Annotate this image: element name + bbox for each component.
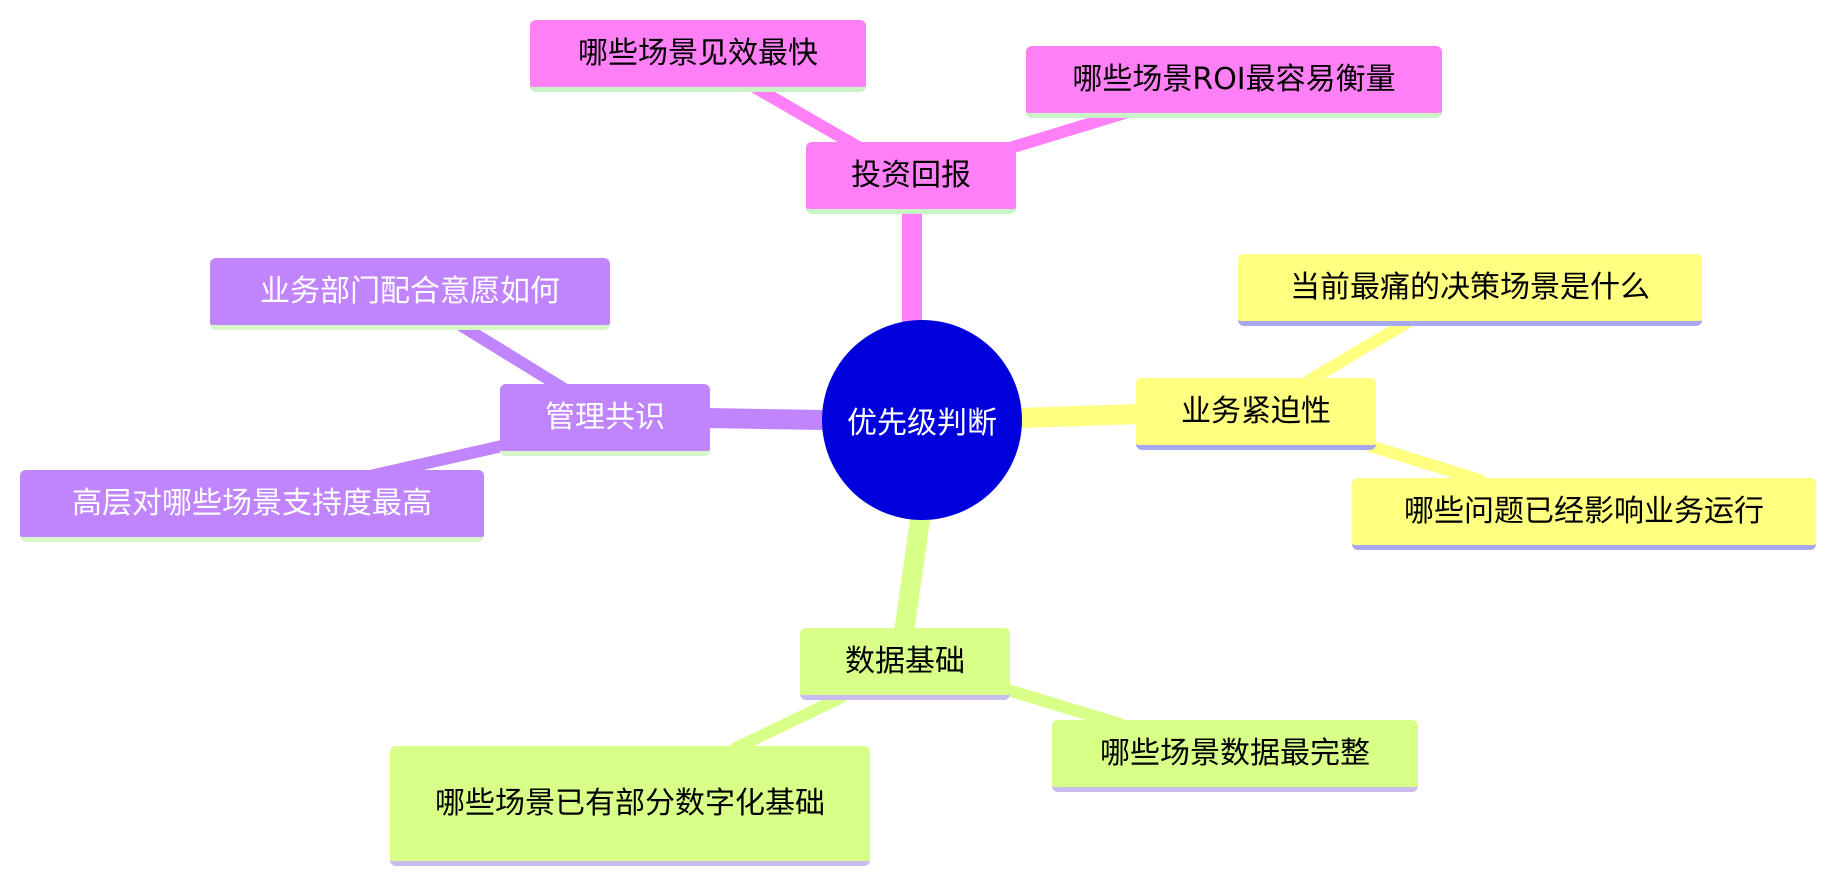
edge-urgency-child-2 bbox=[1364, 440, 1486, 486]
branch-urgency[interactable]: 业务紧迫性 bbox=[1136, 378, 1376, 450]
urgency-child-1[interactable]: 当前最痛的决策场景是什么 bbox=[1238, 254, 1702, 326]
data-child-1-label: 哪些场景数据最完整 bbox=[1100, 735, 1370, 771]
branch-investment[interactable]: 投资回报 bbox=[806, 142, 1016, 214]
branch-data[interactable]: 数据基础 bbox=[800, 628, 1010, 700]
consensus-child-2-label: 高层对哪些场景支持度最高 bbox=[72, 485, 432, 521]
branch-consensus[interactable]: 管理共识 bbox=[500, 384, 710, 456]
root-node[interactable]: 优先级判断 bbox=[822, 320, 1022, 520]
urgency-child-2[interactable]: 哪些问题已经影响业务运行 bbox=[1352, 478, 1816, 550]
consensus-child-1-label: 业务部门配合意愿如何 bbox=[260, 273, 560, 309]
investment-child-2[interactable]: 哪些场景ROI最容易衡量 bbox=[1026, 46, 1442, 118]
edge-data-child-1 bbox=[1002, 684, 1126, 730]
branch-data-label: 数据基础 bbox=[845, 643, 965, 679]
urgency-child-1-label: 当前最痛的决策场景是什么 bbox=[1290, 269, 1650, 305]
investment-child-1[interactable]: 哪些场景见效最快 bbox=[530, 20, 866, 92]
investment-child-2-label: 哪些场景ROI最容易衡量 bbox=[1072, 61, 1396, 97]
edge-data-child-2 bbox=[730, 692, 846, 754]
edge-root-consensus bbox=[696, 408, 834, 430]
edge-root-data bbox=[894, 510, 930, 642]
edge-investment-child-2 bbox=[1004, 106, 1134, 154]
branch-consensus-label: 管理共识 bbox=[545, 399, 665, 435]
root-node-label: 优先级判断 bbox=[847, 406, 997, 441]
consensus-child-2[interactable]: 高层对哪些场景支持度最高 bbox=[20, 470, 484, 542]
consensus-child-1[interactable]: 业务部门配合意愿如何 bbox=[210, 258, 610, 330]
edge-investment-child-1 bbox=[750, 82, 866, 154]
urgency-child-2-label: 哪些问题已经影响业务运行 bbox=[1404, 493, 1764, 529]
branch-investment-label: 投资回报 bbox=[851, 157, 971, 193]
investment-child-1-label: 哪些场景见效最快 bbox=[578, 35, 818, 71]
edge-urgency-child-1 bbox=[1304, 316, 1414, 386]
data-child-2-label: 哪些场景已有部分数字化基础 bbox=[435, 785, 825, 821]
data-child-1[interactable]: 哪些场景数据最完整 bbox=[1052, 720, 1418, 792]
data-child-2[interactable]: 哪些场景已有部分数字化基础 bbox=[390, 746, 870, 866]
branch-urgency-label: 业务紧迫性 bbox=[1181, 393, 1331, 429]
edge-root-urgency bbox=[1010, 404, 1150, 428]
edge-consensus-child-1 bbox=[456, 320, 572, 396]
